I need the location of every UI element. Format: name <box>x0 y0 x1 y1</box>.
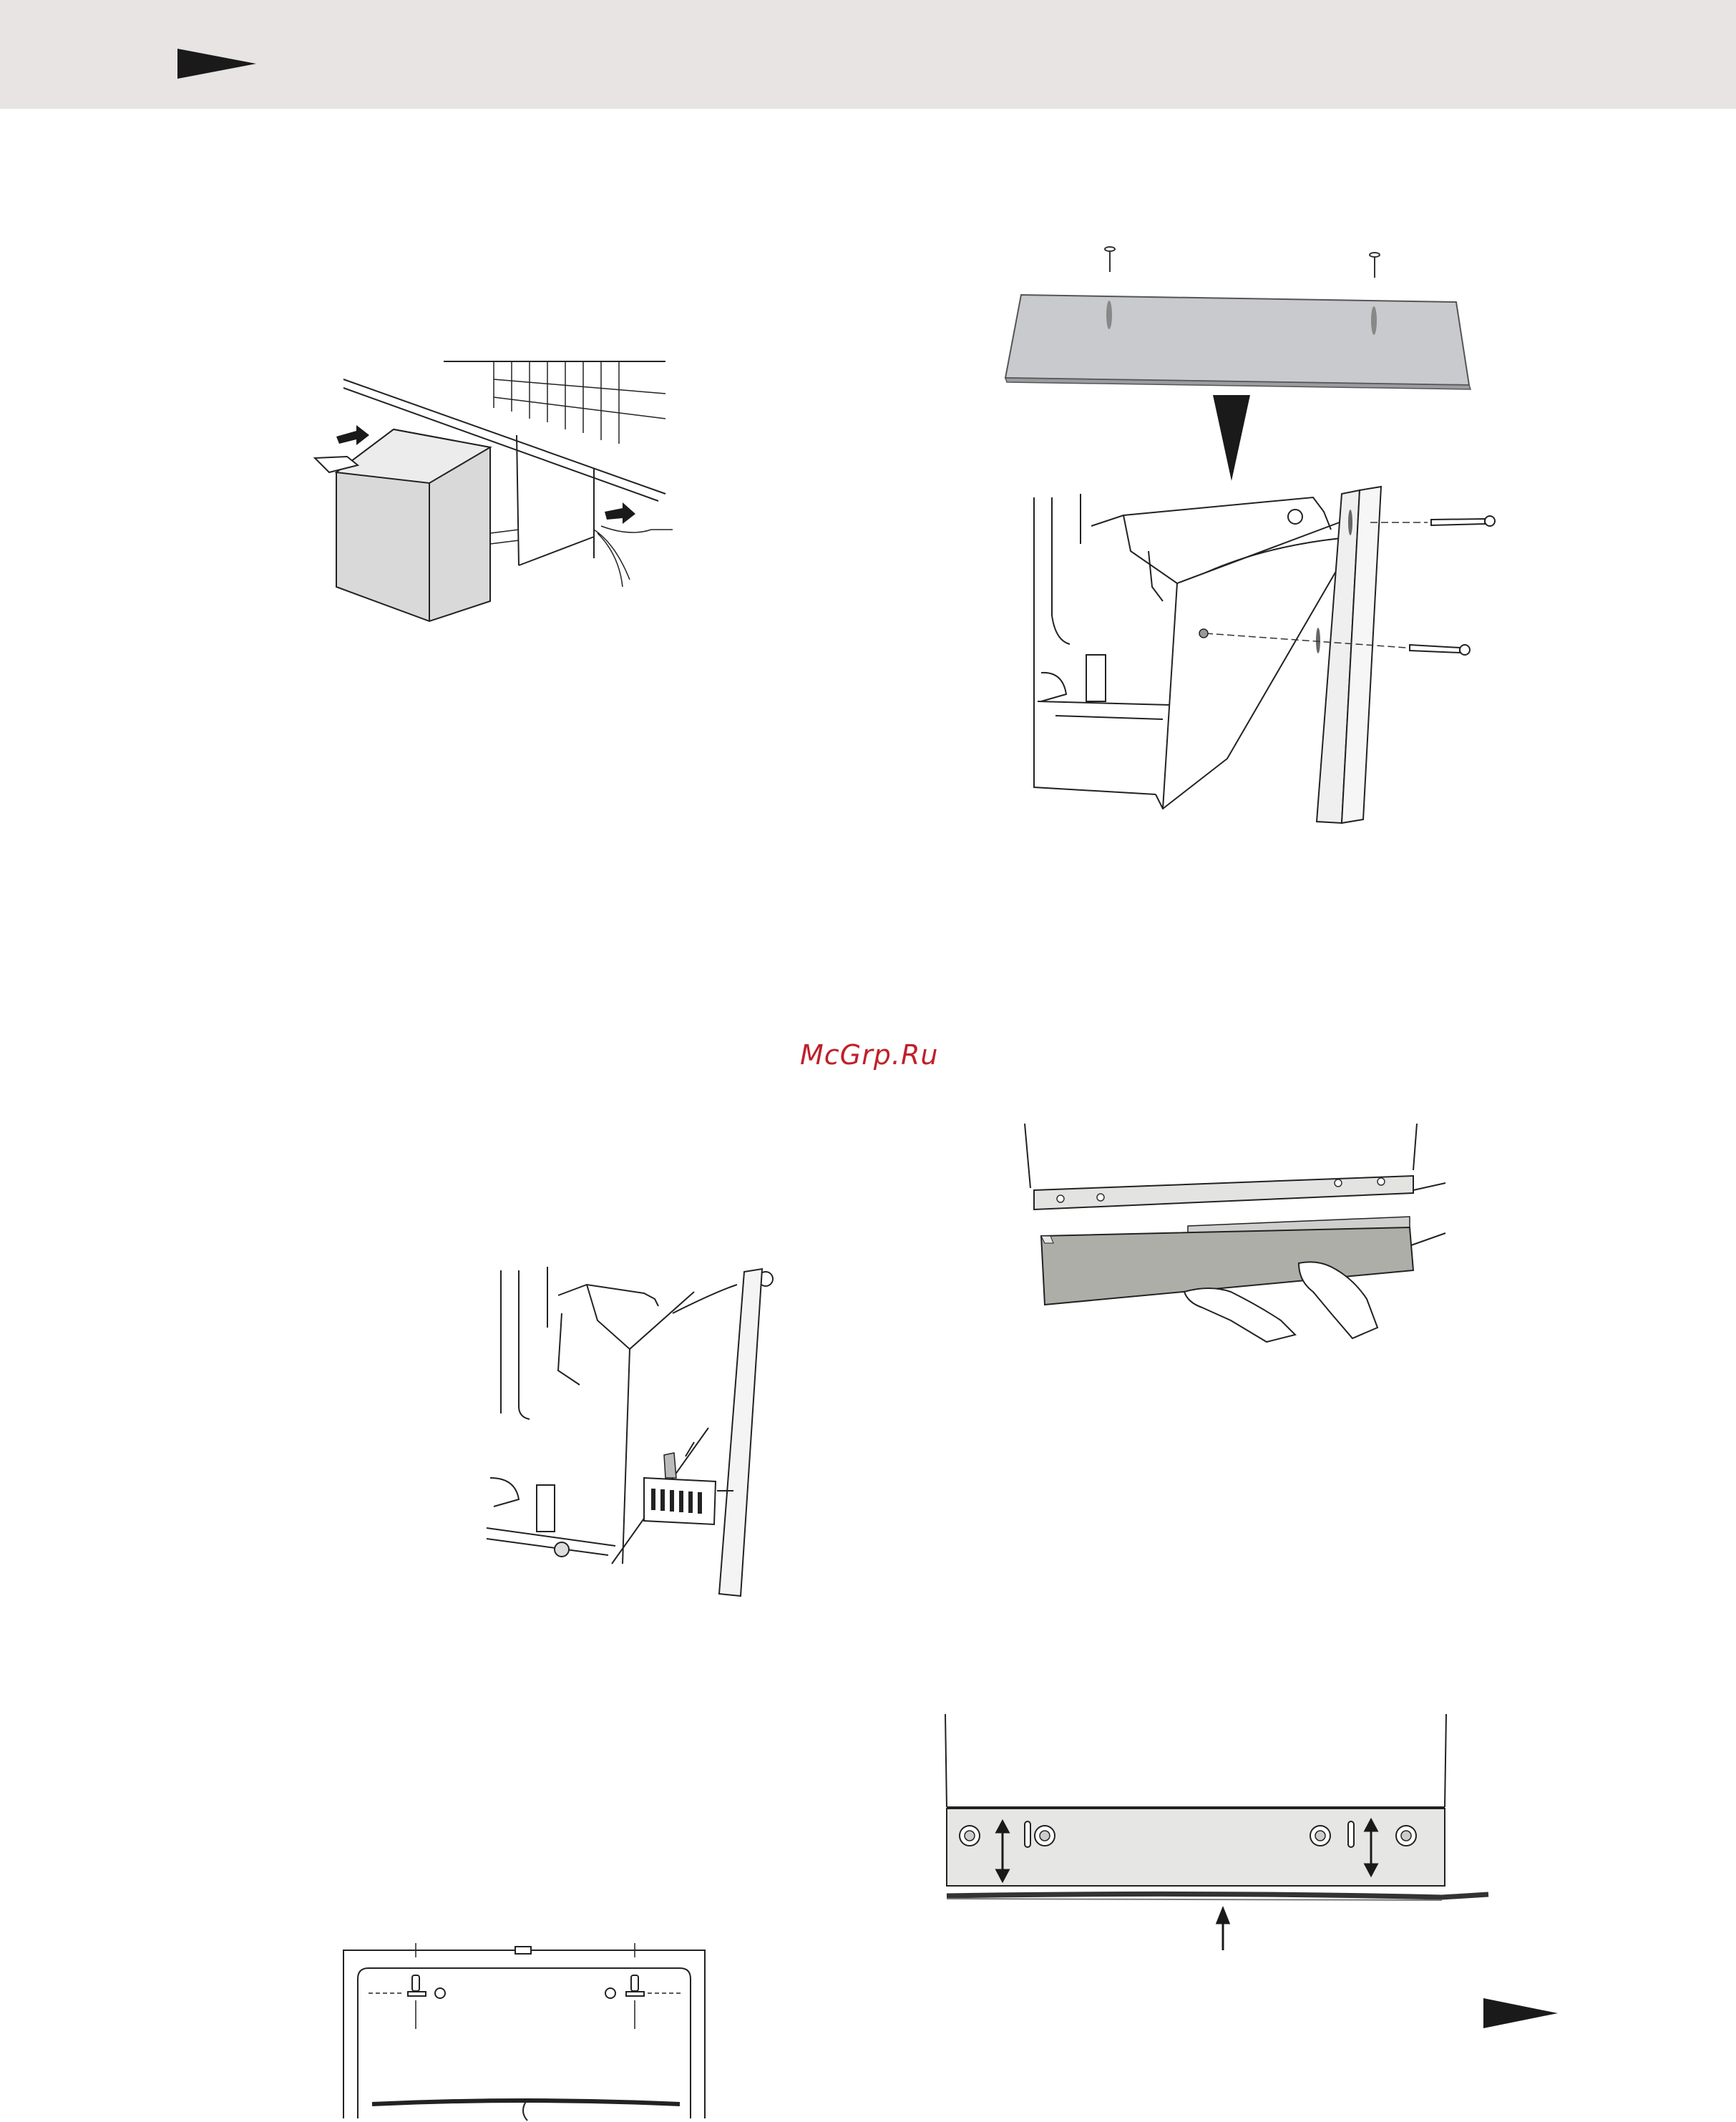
arrow-right-icon <box>177 49 256 79</box>
watermark: McGrp.Ru <box>800 1039 938 1071</box>
arrow-right-icon <box>1483 1998 1558 2028</box>
dishwasher-slide-in-illustration <box>315 351 687 637</box>
kick-plate-hands-illustration <box>1016 1120 1445 1356</box>
top-panel-screw-illustration <box>998 243 1499 830</box>
header-band <box>0 0 1736 109</box>
toe-kick-adjust-illustration <box>941 1714 1492 1957</box>
side-bracket-illustration <box>487 1263 859 1600</box>
door-template-illustration <box>340 1936 712 2122</box>
